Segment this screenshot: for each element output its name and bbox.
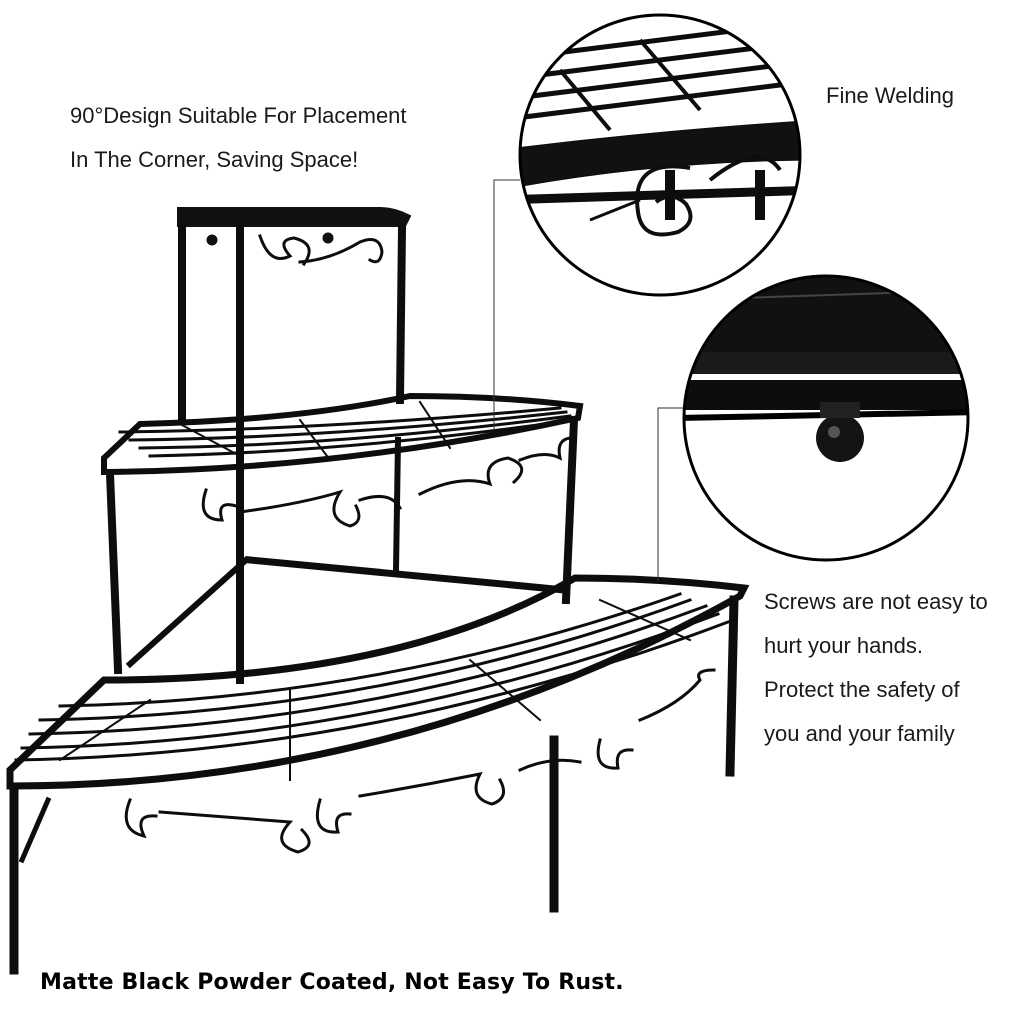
powder-coat-caption: Matte Black Powder Coated, Not Easy To R…	[40, 970, 624, 995]
plant-stand	[6, 207, 750, 975]
callout-lines	[493, 179, 684, 582]
screws-caption-line-3: Protect the safety of	[764, 677, 960, 702]
screws-caption-line-4: you and your family	[764, 721, 955, 746]
fine-welding-caption: Fine Welding	[826, 83, 954, 108]
bottom-shelf	[6, 574, 750, 975]
middle-shelf	[101, 392, 584, 675]
welding-detail-circle	[518, 13, 802, 297]
corner-caption-line-1: 90°Design Suitable For Placement	[70, 103, 407, 128]
screws-caption-line-1: Screws are not easy to	[764, 589, 988, 614]
corner-design-caption: 90°Design Suitable For Placement In The …	[70, 94, 407, 182]
screws-caption-line-2: hurt your hands.	[764, 633, 923, 658]
screw-detail-circle	[682, 274, 970, 562]
screws-caption: Screws are not easy to hurt your hands. …	[764, 580, 988, 756]
corner-caption-line-2: In The Corner, Saving Space!	[70, 147, 359, 172]
